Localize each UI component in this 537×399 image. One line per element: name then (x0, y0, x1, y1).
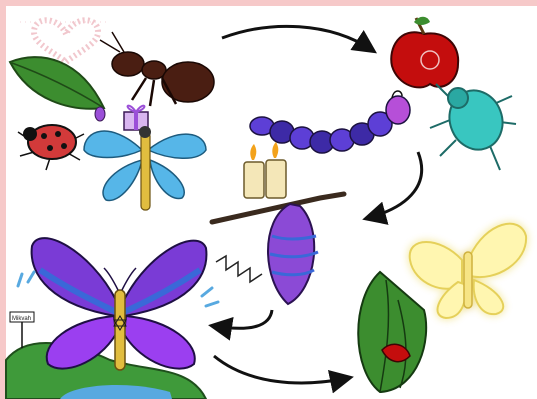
sign-label: Mikvah (12, 316, 31, 322)
